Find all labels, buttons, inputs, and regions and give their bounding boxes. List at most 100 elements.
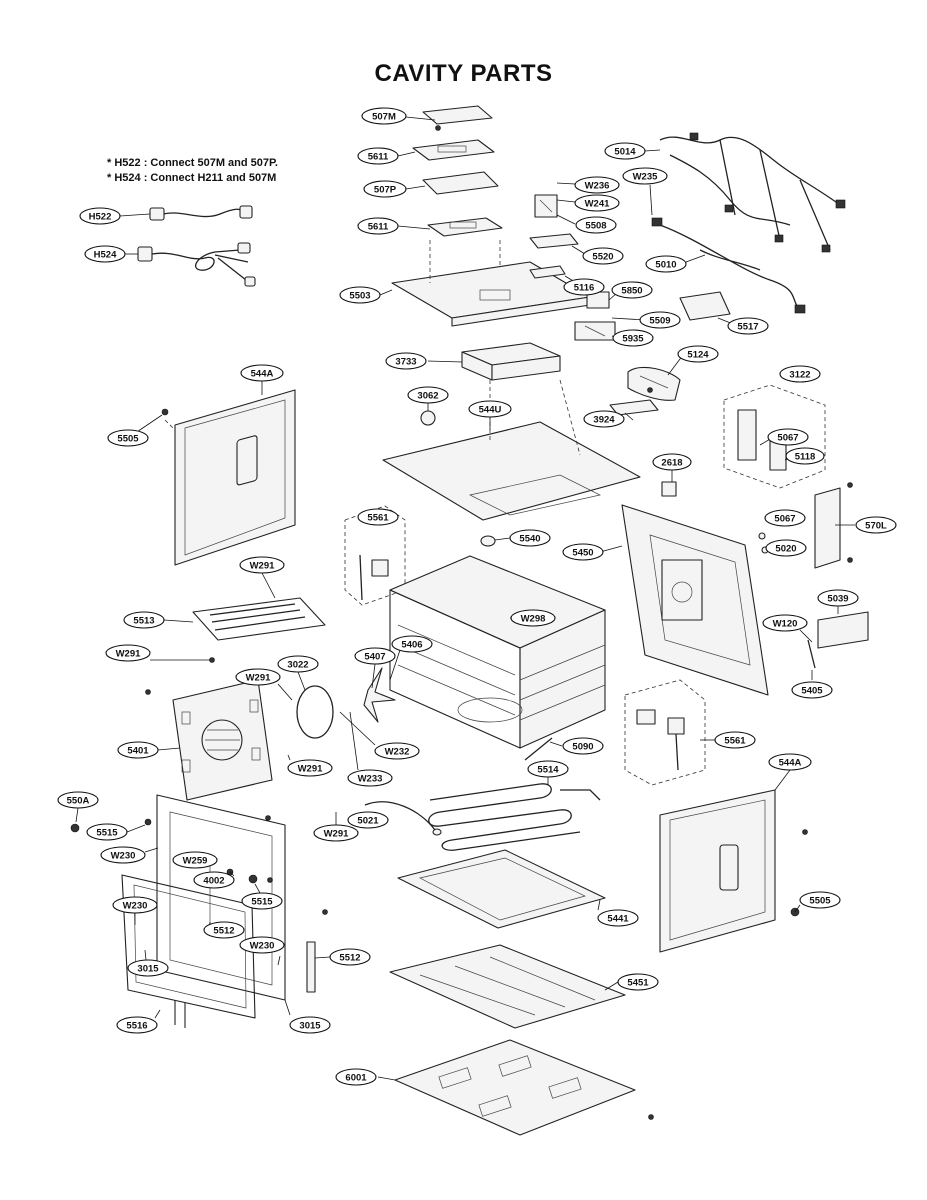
- label-3022: 3022: [277, 655, 319, 673]
- label-w235: W235: [622, 167, 668, 185]
- label-5021: 5021: [347, 811, 389, 829]
- svg-text:5010: 5010: [655, 260, 676, 271]
- label-w291: W291: [313, 824, 359, 842]
- label-544a: 544A: [240, 364, 284, 382]
- svg-text:5503: 5503: [349, 291, 370, 302]
- label-5090: 5090: [562, 737, 604, 755]
- label-w259: W259: [172, 851, 218, 869]
- label-550a: 550A: [57, 791, 99, 809]
- label-5540: 5540: [509, 529, 551, 547]
- label-3015: 3015: [127, 959, 169, 977]
- part-5561-lower: [624, 679, 706, 786]
- svg-text:W235: W235: [633, 172, 659, 183]
- note-h524: * H524 : Connect H211 and 507M: [107, 172, 277, 184]
- label-5517: 5517: [727, 317, 769, 335]
- svg-text:5611: 5611: [368, 152, 389, 163]
- part-5611-bracket-b: [427, 217, 503, 237]
- svg-text:5520: 5520: [592, 252, 613, 263]
- part-5516-gasket: [121, 874, 256, 1028]
- part-5441-tray: [397, 849, 606, 929]
- label-5935: 5935: [612, 329, 654, 347]
- svg-text:4002: 4002: [203, 876, 224, 887]
- svg-text:507M: 507M: [372, 112, 396, 123]
- part-5039: [807, 611, 869, 669]
- svg-text:5850: 5850: [621, 286, 642, 297]
- part-5021-sensor: [364, 801, 442, 836]
- label-5515: 5515: [86, 823, 128, 841]
- svg-text:5014: 5014: [614, 147, 636, 158]
- svg-text:3924: 3924: [593, 415, 615, 426]
- label-5850: 5850: [611, 281, 653, 299]
- svg-text:5561: 5561: [724, 736, 746, 747]
- label-5611: 5611: [357, 147, 399, 165]
- svg-text:3733: 3733: [395, 357, 416, 368]
- part-3062: [420, 403, 436, 426]
- svg-text:5118: 5118: [795, 452, 816, 463]
- label-2618: 2618: [652, 453, 692, 471]
- svg-text:5124: 5124: [687, 350, 709, 361]
- label-544u: 544U: [468, 400, 512, 418]
- svg-text:W241: W241: [585, 199, 611, 210]
- label-3015: 3015: [289, 1016, 331, 1034]
- part-5512-strip: [306, 941, 316, 993]
- part-5540: [480, 535, 496, 547]
- svg-text:W230: W230: [250, 941, 275, 952]
- part-6001-base: [394, 1039, 636, 1136]
- svg-text:5450: 5450: [572, 548, 593, 559]
- label-507m: 507M: [361, 107, 407, 125]
- part-3924: [609, 399, 659, 416]
- part-3022-fan-element: [296, 685, 334, 739]
- label-3062: 3062: [407, 386, 449, 404]
- svg-text:W298: W298: [521, 614, 546, 625]
- svg-text:5451: 5451: [627, 978, 649, 989]
- svg-text:3015: 3015: [137, 964, 159, 975]
- svg-text:W236: W236: [585, 181, 610, 192]
- label-w291: W291: [105, 644, 151, 662]
- harness-5014: [651, 132, 846, 314]
- label-w291: W291: [287, 759, 333, 777]
- part-544a-left-side-panel: [164, 389, 296, 566]
- page-title: CAVITY PARTS: [374, 60, 553, 87]
- svg-text:W291: W291: [116, 649, 142, 660]
- svg-text:5020: 5020: [775, 544, 796, 555]
- svg-text:5405: 5405: [801, 686, 823, 697]
- label-5405: 5405: [791, 681, 833, 699]
- svg-text:W291: W291: [246, 673, 272, 684]
- label-5515: 5515: [241, 892, 283, 910]
- svg-text:W230: W230: [123, 901, 148, 912]
- label-5611: 5611: [357, 217, 399, 235]
- part-3122-group: [723, 384, 826, 489]
- svg-text:5540: 5540: [519, 534, 540, 545]
- svg-text:5067: 5067: [777, 433, 798, 444]
- label-5406: 5406: [391, 635, 433, 653]
- svg-text:544A: 544A: [251, 369, 274, 380]
- label-3924: 3924: [583, 410, 625, 428]
- part-5561-upper: [344, 505, 406, 606]
- svg-text:5517: 5517: [737, 322, 758, 333]
- label-5118: 5118: [785, 447, 825, 465]
- part-5508-stand: [534, 194, 558, 218]
- svg-text:5513: 5513: [133, 616, 154, 627]
- part-5450-rear-panel: [621, 504, 769, 696]
- label-5513: 5513: [123, 611, 165, 629]
- svg-text:5514: 5514: [537, 765, 559, 776]
- label-5503: 5503: [339, 286, 381, 304]
- harness-h522: [149, 205, 253, 221]
- svg-text:3022: 3022: [287, 660, 308, 671]
- svg-text:3062: 3062: [417, 391, 438, 402]
- part-2618: [661, 481, 677, 497]
- svg-text:5090: 5090: [572, 742, 593, 753]
- svg-text:5401: 5401: [127, 746, 149, 757]
- svg-text:5611: 5611: [368, 222, 389, 233]
- label-5561: 5561: [357, 508, 399, 526]
- svg-text:5441: 5441: [607, 914, 629, 925]
- part-5451-bottom-panel: [389, 944, 626, 1029]
- label-5450: 5450: [562, 543, 604, 561]
- svg-text:W291: W291: [324, 829, 350, 840]
- part-5407-fan-blade: [363, 667, 396, 723]
- label-3122: 3122: [779, 365, 821, 383]
- part-570l-bracket: [814, 487, 841, 569]
- label-5067: 5067: [764, 509, 806, 527]
- label-5516: 5516: [116, 1016, 158, 1034]
- part-5503-plate: [391, 240, 591, 327]
